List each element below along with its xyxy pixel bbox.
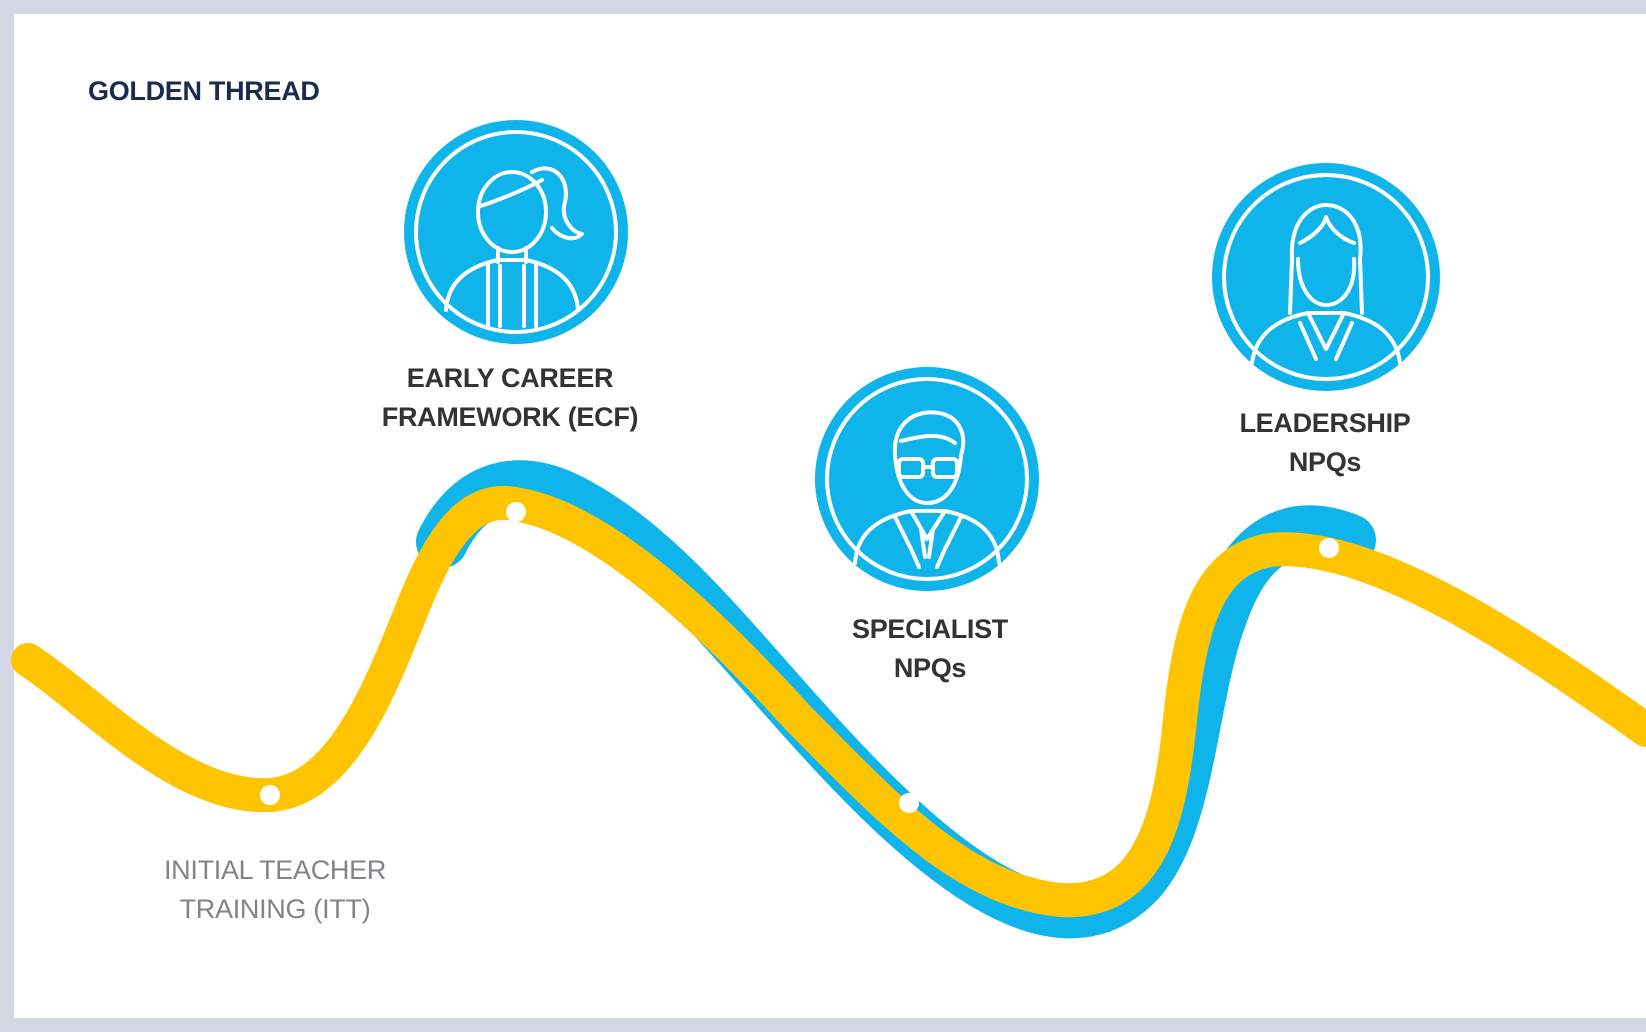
milestone-dot-leadership xyxy=(1319,538,1339,558)
milestone-dot-ecf xyxy=(506,502,526,522)
label-itt-line1: INITIAL TEACHER xyxy=(163,855,387,885)
woman-teacher-icon xyxy=(404,120,628,344)
label-itt-line2: TRAINING (ITT) xyxy=(179,894,371,924)
woman-leader-icon xyxy=(1212,163,1440,391)
label-leadership-line2: NPQs xyxy=(1288,447,1362,477)
label-specialist-line1: SPECIALIST xyxy=(851,614,1009,644)
milestone-dot-itt xyxy=(260,785,280,805)
label-initial-teacher-training: INITIAL TEACHER TRAINING (ITT) xyxy=(110,851,440,929)
label-ecf-line2: FRAMEWORK (ECF) xyxy=(381,402,639,432)
label-specialist-npqs: SPECIALIST NPQs xyxy=(800,610,1060,688)
label-leadership-line1: LEADERSHIP xyxy=(1239,408,1411,438)
milestone-dot-specialist xyxy=(899,793,919,813)
label-specialist-line2: NPQs xyxy=(893,653,967,683)
man-with-glasses-icon xyxy=(815,367,1039,591)
label-early-career-framework: EARLY CAREER FRAMEWORK (ECF) xyxy=(340,359,680,437)
label-leadership-npqs: LEADERSHIP NPQs xyxy=(1190,404,1460,482)
diagram-title: GOLDEN THREAD xyxy=(88,76,320,106)
label-ecf-line1: EARLY CAREER xyxy=(406,363,614,393)
